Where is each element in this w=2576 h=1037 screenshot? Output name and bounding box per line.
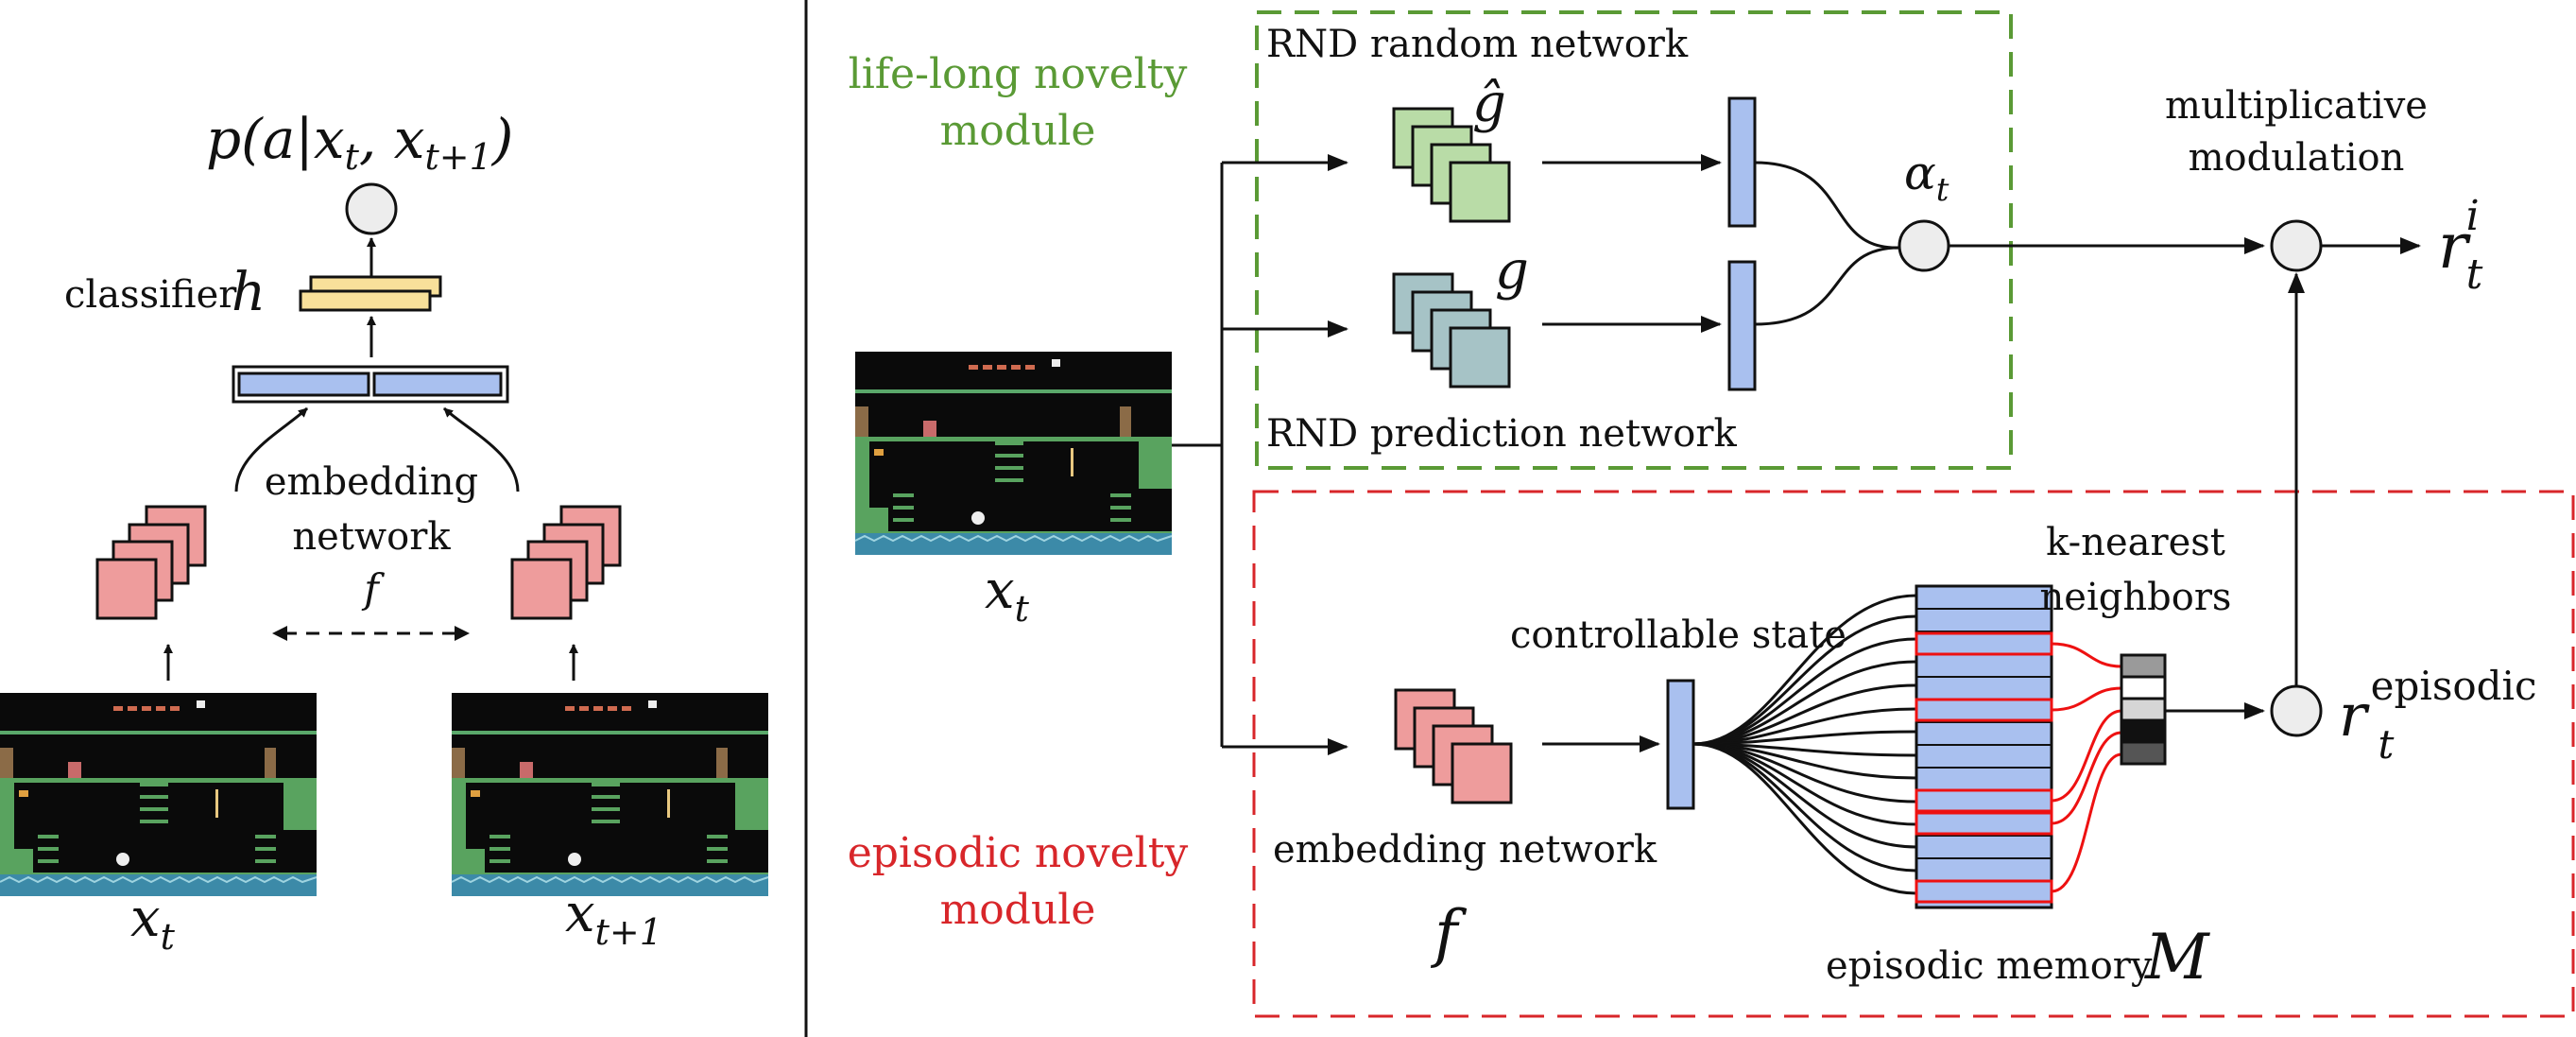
- input-game-frame: [854, 351, 1173, 556]
- memory-write-fan: [1692, 594, 1917, 895]
- embedding-network-symbol: f: [361, 565, 385, 612]
- lifelong-module-label-line1: life-long novelty: [849, 50, 1188, 98]
- frame-xt1-label: xt+1: [565, 883, 662, 953]
- g-symbol: g: [1495, 240, 1529, 302]
- arrow-right-stack-to-embedding: [442, 406, 520, 493]
- modulation-label-line2: modulation: [2189, 136, 2405, 180]
- embedding-slot-t1: [372, 372, 503, 397]
- g-hat-symbol: ĝ: [1472, 73, 1506, 134]
- rnd-prediction-output-vector: [1727, 260, 1757, 391]
- modulation-label-line1: multiplicative: [2165, 84, 2428, 128]
- episodic-embedding-symbol: f: [1430, 897, 1468, 970]
- knn-lookup-curves: [2051, 642, 2122, 893]
- embedding-network-label: embedding network: [1273, 828, 1657, 872]
- modulation-node: [2270, 219, 2323, 272]
- rnd-random-stack: [1392, 107, 1511, 223]
- left-embedding-stack: [95, 505, 207, 620]
- right-embedding-stack: [510, 505, 622, 620]
- alpha-label: αt: [1904, 146, 1949, 209]
- curve-random-to-alpha: [1754, 161, 1900, 250]
- knn-label-line2: neighbors: [2040, 576, 2232, 619]
- embedding-network-line2: network: [292, 515, 451, 559]
- embedding-slot-t: [237, 372, 370, 397]
- game-frame-xt1: [451, 692, 769, 897]
- rnd-prediction-label: RND prediction network: [1266, 412, 1737, 456]
- classifier-label: classifier: [64, 273, 237, 317]
- controllable-state-label: controllable state: [1510, 614, 1846, 657]
- arrow-left-stack-to-embedding: [234, 406, 309, 493]
- knn-label-line1: k-nearest: [2046, 521, 2225, 564]
- curve-prediction-to-alpha: [1754, 246, 1900, 326]
- rnd-prediction-stack: [1392, 272, 1511, 389]
- episodic-memory-label: episodic memory: [1826, 944, 2153, 988]
- embedding-network-line1: embedding: [265, 460, 478, 504]
- episodic-module-label-line1: episodic novelty: [848, 829, 1189, 877]
- episodic-reward-node: [2270, 684, 2323, 737]
- classifier-output-formula: p(a|xt, xt+1): [206, 107, 513, 178]
- lifelong-module-box: [1255, 10, 2013, 470]
- lifelong-module-label-line2: module: [940, 107, 1096, 155]
- classifier-symbol: h: [232, 262, 266, 323]
- input-frame-label: xt: [985, 560, 1030, 630]
- shared-weights-arrowhead-right: [455, 626, 470, 641]
- episodic-embedding-stack: [1394, 688, 1513, 804]
- controllable-state-vector: [1666, 679, 1695, 810]
- rnd-random-output-vector: [1727, 96, 1757, 228]
- classifier-layer-front: [299, 289, 432, 312]
- classifier-output-node: [345, 182, 398, 235]
- knn-neighbors-bar: [2120, 653, 2167, 766]
- episodic-memory-symbol: M: [2144, 921, 2210, 994]
- game-frame-xt: [0, 692, 318, 897]
- episodic-memory: [1915, 584, 2053, 909]
- shared-weights-arrowhead-left: [272, 626, 287, 641]
- frame-xt-label: xt: [130, 888, 176, 958]
- episodic-module-label-line2: module: [940, 886, 1096, 934]
- alpha-node: [1898, 219, 1950, 272]
- rnd-random-label: RND random network: [1266, 23, 1689, 66]
- episodic-module-box: [1252, 490, 2575, 1018]
